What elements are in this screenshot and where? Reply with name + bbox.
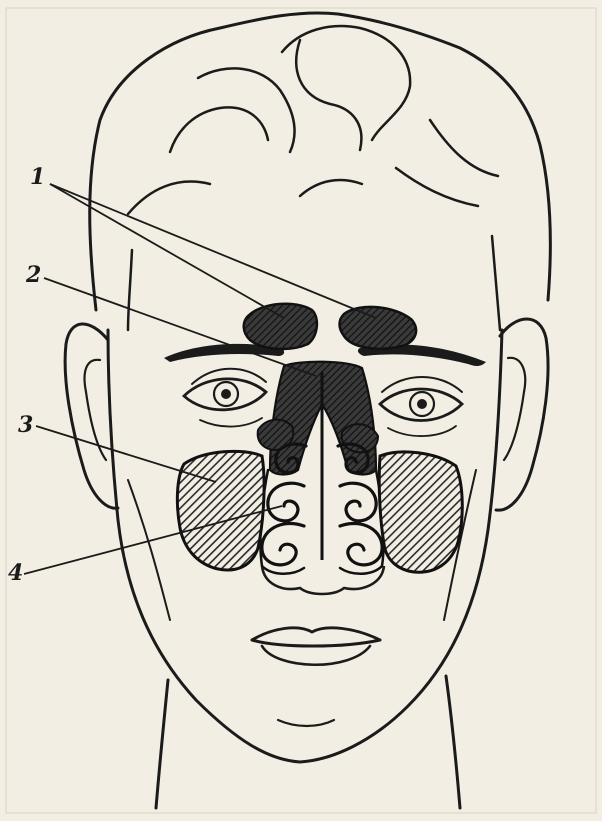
label-2: 2 [25, 262, 41, 288]
right-maxillary-sinus [379, 452, 462, 572]
left-maxillary-sinus [177, 451, 264, 570]
left-pupil [221, 389, 231, 399]
right-pupil [417, 399, 427, 409]
label-1: 1 [30, 164, 45, 190]
label-3: 3 [18, 412, 33, 438]
label-4: 4 [8, 560, 23, 586]
left-frontal-sinus [244, 304, 317, 349]
